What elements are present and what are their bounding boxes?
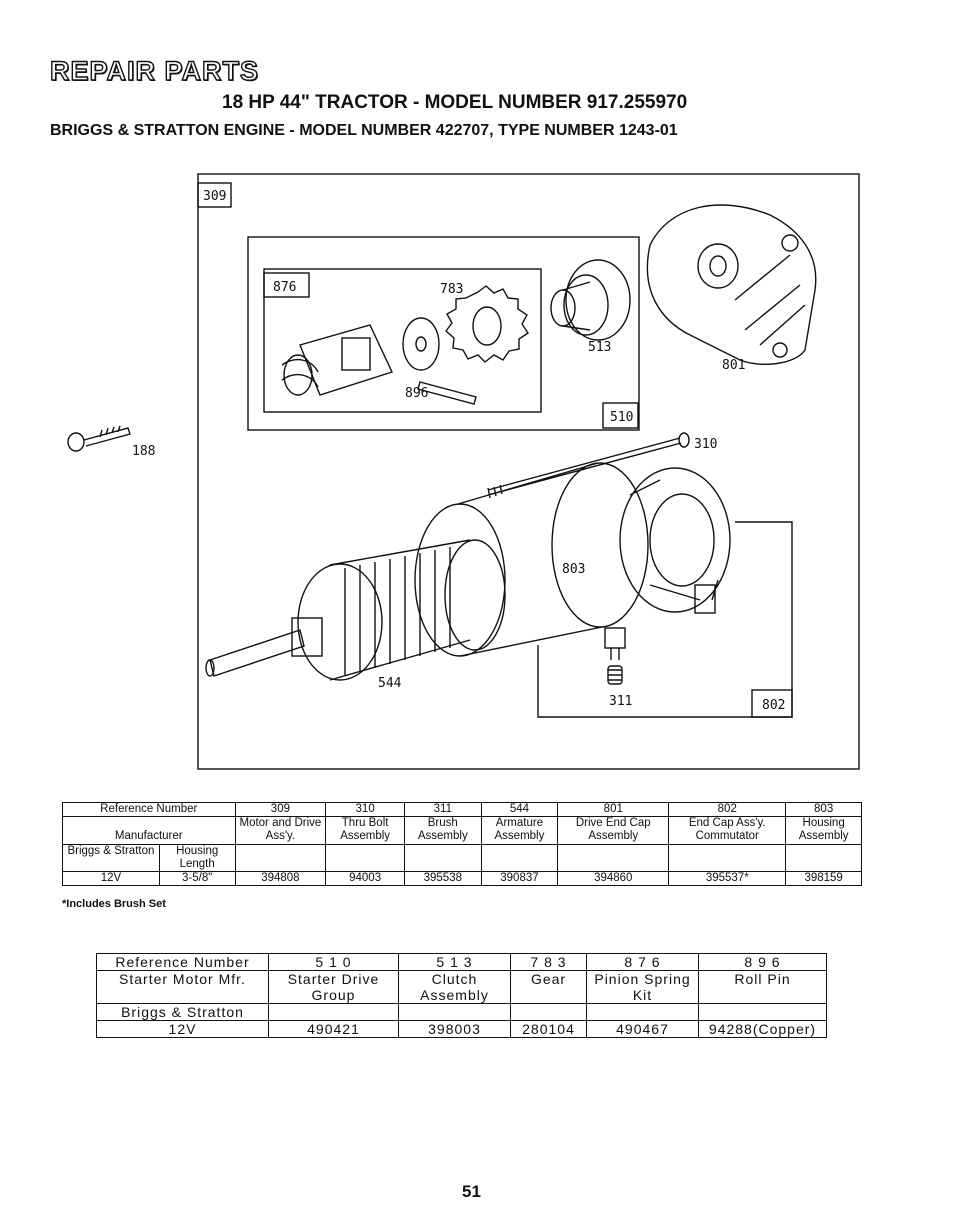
exploded-parts-diagram: 309 876 783 513 801 896 510 188 310 803 … — [67, 173, 860, 770]
drive-group-box — [247, 236, 640, 431]
callout-309: 309 — [203, 189, 226, 204]
part-544: 390837 — [480, 871, 559, 887]
callout-510: 510 — [610, 410, 633, 425]
housing-part — [414, 462, 649, 657]
part-number-row-2: 12V 490421 398003 280104 490467 94288(Co… — [96, 1020, 827, 1039]
part-802: 395537* — [668, 871, 787, 887]
part-801: 394860 — [557, 871, 670, 887]
ref-513: 5 1 3 — [398, 952, 511, 972]
ref-783: 7 8 3 — [510, 952, 587, 972]
starter-motor-label: Starter Motor Mfr. — [96, 970, 269, 1005]
housing-length-label: Housing Length — [158, 843, 236, 873]
callout-188: 188 — [132, 444, 155, 459]
label-box-802 — [751, 689, 793, 718]
callout-513: 513 — [588, 340, 611, 355]
part-783: 280104 — [510, 1020, 587, 1039]
label-box-510 — [602, 402, 639, 429]
desc-803: Housing Assembly — [785, 816, 862, 845]
ref-311: 311 — [403, 801, 482, 818]
ref-number-row-2: Reference Number 5 1 0 5 1 3 7 8 3 8 7 6… — [96, 952, 827, 972]
drive-end-cap-part — [646, 204, 817, 365]
desc-783: Gear — [510, 970, 587, 1005]
manufacturer-label: Manufacturer — [62, 816, 236, 845]
ref-801: 801 — [557, 801, 670, 818]
briggs-label: Briggs & Stratton — [62, 843, 160, 873]
part-896: 94288(Copper) — [698, 1020, 827, 1039]
callout-896: 896 — [405, 386, 428, 401]
model-title: 18 HP 44" TRACTOR - MODEL NUMBER 917.255… — [222, 92, 688, 113]
callout-783: 783 — [440, 282, 463, 297]
part-876: 490467 — [586, 1020, 699, 1039]
voltage-2: 12V — [96, 1020, 269, 1039]
engine-title: BRIGGS & STRATTON ENGINE - MODEL NUMBER … — [50, 122, 678, 139]
clutch-part — [550, 259, 631, 341]
parts-table-drive: Reference Number 5 1 0 5 1 3 7 8 3 8 7 6… — [96, 952, 827, 1039]
callout-544: 544 — [378, 676, 402, 691]
ref-896: 8 9 6 — [698, 952, 827, 972]
ref-876: 8 7 6 — [586, 952, 699, 972]
ref-310: 310 — [325, 801, 405, 818]
footnote: *Includes Brush Set — [62, 898, 166, 910]
desc-801: Drive End Cap Assembly — [557, 816, 670, 845]
label-box-876 — [263, 272, 310, 298]
desc-896: Roll Pin — [698, 970, 827, 1005]
thru-bolt-part — [487, 432, 690, 499]
voltage: 12V — [62, 871, 160, 887]
washer-part — [402, 317, 440, 371]
diagram-frame — [197, 173, 860, 770]
callout-803: 803 — [562, 562, 585, 577]
roll-pin-part — [417, 381, 477, 405]
end-cap-part — [619, 467, 731, 614]
callout-311: 311 — [609, 694, 632, 709]
part-310: 94003 — [325, 871, 405, 887]
ref-number-label: Reference Number — [62, 801, 236, 818]
desc-510: Starter Drive Group — [268, 970, 399, 1005]
section-title: REPAIR PARTS — [49, 55, 260, 86]
ref-802: 802 — [668, 801, 787, 818]
page-number: 51 — [462, 1182, 481, 1201]
callout-876: 876 — [273, 280, 296, 295]
label-box-309 — [197, 182, 232, 208]
desc-311: Brush Assembly — [403, 816, 482, 845]
callout-310: 310 — [694, 437, 717, 452]
part-311: 395538 — [403, 871, 482, 887]
description-row-2: Starter Motor Mfr. Starter Drive Group C… — [96, 970, 827, 1005]
description-row: Manufacturer Motor and Drive Ass'y. Thru… — [62, 816, 862, 845]
desc-802: End Cap Ass'y. Commutator — [668, 816, 787, 845]
ref-544: 544 — [480, 801, 559, 818]
desc-309: Motor and Drive Ass'y. — [234, 816, 327, 845]
bolt-part — [67, 425, 131, 452]
desc-310: Thru Bolt Assembly — [325, 816, 405, 845]
part-513: 398003 — [398, 1020, 511, 1039]
gear-part — [445, 285, 529, 363]
part-803: 398159 — [785, 871, 862, 887]
callout-801: 801 — [722, 358, 745, 373]
briggs-label-2: Briggs & Stratton — [96, 1003, 269, 1022]
ref-number-row: Reference Number 309 310 311 544 801 802… — [62, 801, 862, 818]
housing-length: 3-5/8" — [158, 871, 236, 887]
ref-number-label-2: Reference Number — [96, 952, 269, 972]
ref-309: 309 — [234, 801, 327, 818]
pinion-spring-part — [281, 324, 393, 396]
desc-876: Pinion Spring Kit — [586, 970, 699, 1005]
callout-802: 802 — [762, 698, 785, 713]
parts-table-motor: Reference Number 309 310 311 544 801 802… — [62, 801, 862, 887]
spec-label-row: Briggs & Stratton Housing Length — [62, 843, 862, 873]
part-510: 490421 — [268, 1020, 399, 1039]
part-309: 394808 — [234, 871, 327, 887]
pinion-kit-box — [263, 268, 542, 413]
briggs-row-2: Briggs & Stratton — [96, 1003, 827, 1022]
armature-part — [205, 539, 506, 681]
brush-part — [604, 627, 626, 685]
desc-513: Clutch Assembly — [398, 970, 511, 1005]
part-number-row: 12V 3-5/8" 394808 94003 395538 390837 39… — [62, 871, 862, 887]
desc-544: Armature Assembly — [480, 816, 559, 845]
ref-803: 803 — [785, 801, 862, 818]
end-cap-box — [537, 521, 793, 718]
ref-510: 5 1 0 — [268, 952, 399, 972]
